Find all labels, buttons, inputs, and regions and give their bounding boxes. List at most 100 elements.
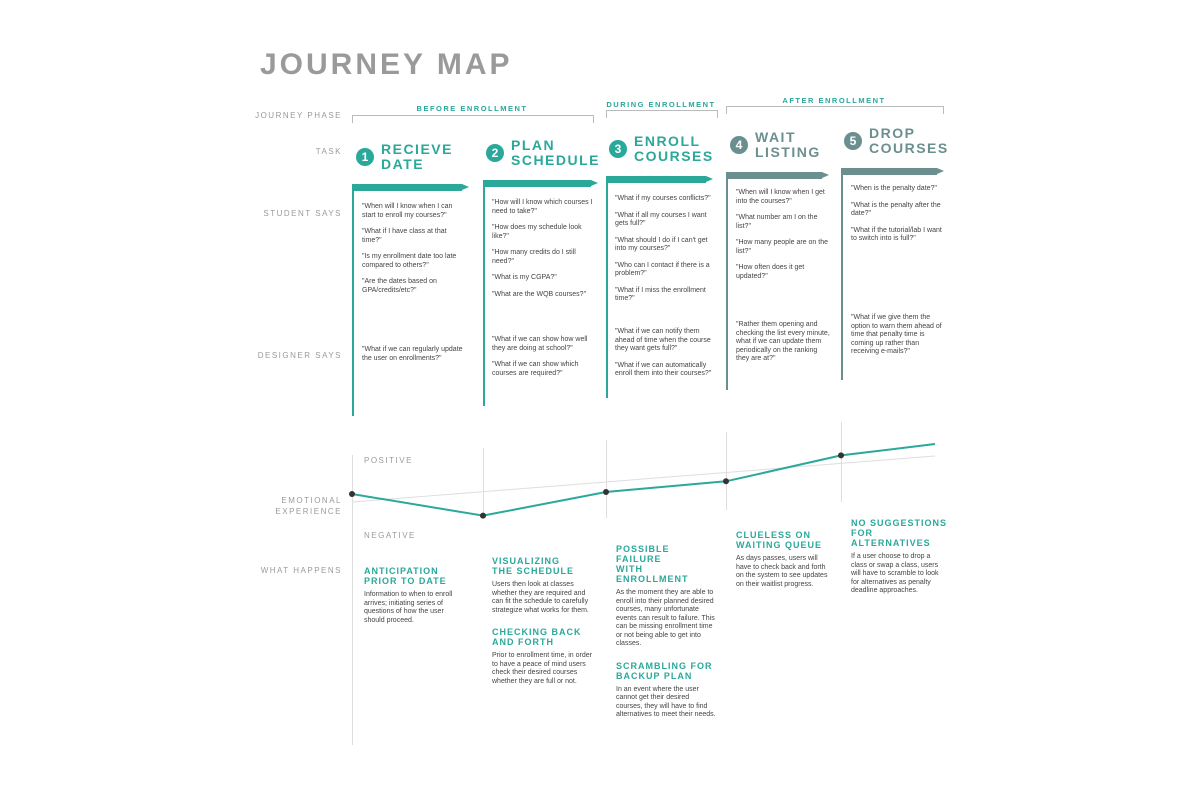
student-says-1: "When will I know when I can start to en… <box>362 203 466 303</box>
row-label-emotional-experience: EMOTIONAL EXPERIENCE <box>275 496 342 516</box>
gridline <box>841 422 842 502</box>
task-name-3: ENROLL COURSES <box>634 133 714 164</box>
phase-bracket-during <box>606 110 718 118</box>
happens-title: NO SUGGESTIONS FOR ALTERNATIVES <box>851 518 948 548</box>
task-5: 5 DROP COURSES <box>844 126 949 156</box>
row-label-journey-phase: JOURNEY PHASE <box>255 111 342 120</box>
student-quote: "When will I know when I can start to en… <box>362 203 453 219</box>
student-quote: "Are the dates based on GPA/credits/etc?… <box>362 278 437 294</box>
column-line-2 <box>483 186 485 406</box>
happens-text: As days passes, users will have to check… <box>736 555 828 588</box>
step-number-5: 5 <box>844 132 862 150</box>
phase-bracket-before <box>352 115 594 123</box>
row-label-task: TASK <box>315 147 342 156</box>
student-quote: "How many credits do I still need?" <box>492 249 576 265</box>
happens-title: POSSIBLE FAILURE WITH ENROLLMENT <box>616 544 689 584</box>
student-quote: "What is my CGPA?" <box>492 274 557 281</box>
row-label-student-says: STUDENT SAYS <box>263 209 342 218</box>
what-happens-4: CLUELESS ON WAITING QUEUE As days passes… <box>736 530 832 601</box>
task-4: 4 WAIT LISTING <box>730 130 821 160</box>
happens-title: CHECKING BACK AND FORTH <box>492 627 582 647</box>
page-title: JOURNEY MAP <box>260 48 513 81</box>
task-3: 3 ENROLL COURSES <box>609 134 714 164</box>
designer-says-2: "What if we can show how well they are d… <box>492 336 596 386</box>
student-quote: "What if my courses conflicts?" <box>615 195 711 202</box>
student-quote: "What if the tutorial/lab I want to swit… <box>851 226 942 243</box>
gridline <box>606 440 607 518</box>
happens-text: Users then look at classes whether they … <box>492 581 589 614</box>
what-happens-3: POSSIBLE FAILURE WITH ENROLLMENT As the … <box>616 544 716 732</box>
designer-says-1: "What if we can regularly update the use… <box>362 346 466 371</box>
happens-text: If a user choose to drop a class or swap… <box>851 553 939 594</box>
student-says-2: "How will I know which courses I need to… <box>492 199 596 307</box>
emotion-point <box>480 512 486 519</box>
emotion-point <box>603 488 609 495</box>
designer-says-4: "Rather them opening and checking the li… <box>736 321 832 372</box>
student-says-5: "When is the penalty date?" "What is the… <box>851 185 947 252</box>
task-name-1: RECIEVE DATE <box>381 141 453 172</box>
emotion-point <box>838 452 844 459</box>
happens-title: SCRAMBLING FOR BACKUP PLAN <box>616 660 713 681</box>
what-happens-2: VISUALIZING THE SCHEDULE Users then look… <box>492 556 596 698</box>
phase-label-during: DURING ENROLLMENT <box>606 100 716 109</box>
student-says-4: "When will I know when I get into the co… <box>736 189 832 289</box>
student-quote: "What are the WQB courses?" <box>492 290 587 298</box>
column-line-4 <box>726 178 728 390</box>
student-quote: "What if all my courses I want gets full… <box>615 211 707 228</box>
designer-says-5: "What if we give them the option to warn… <box>851 314 947 365</box>
row-label-designer-says: DESIGNER SAYS <box>257 351 342 360</box>
task-arrow-2 <box>483 180 598 187</box>
designer-quote: "Rather them opening and checking the li… <box>736 321 830 362</box>
task-1: 1 RECIEVE DATE <box>356 142 453 172</box>
what-happens-1: ANTICIPATION PRIOR TO DATE Information t… <box>364 566 464 637</box>
column-line-1 <box>352 190 354 416</box>
student-quote: "What should I do if I can't get into my… <box>615 236 708 253</box>
task-2: 2 PLAN SCHEDULE <box>486 138 600 168</box>
task-arrow-3 <box>606 176 713 183</box>
row-label-what-happens: WHAT HAPPENS <box>260 566 342 575</box>
phase-bracket-after <box>726 106 944 114</box>
emotion-curve <box>351 443 936 517</box>
happens-text: Prior to enrollment time, in order to ha… <box>492 652 592 685</box>
column-line-5 <box>841 174 843 380</box>
step-number-2: 2 <box>486 144 504 162</box>
designer-quote: "What if we can automatically enroll the… <box>615 361 712 378</box>
task-arrow-4 <box>726 172 829 179</box>
negative-label: NEGATIVE <box>364 531 416 540</box>
student-quote: "Is my enrollment date too late compared… <box>362 253 457 269</box>
happens-title: ANTICIPATION PRIOR TO DATE <box>364 566 447 586</box>
task-name-4: WAIT LISTING <box>755 129 821 160</box>
happens-text: Information to when to enroll arrives; i… <box>364 591 453 624</box>
step-number-3: 3 <box>609 140 627 158</box>
happens-text: As the moment they are able to enroll in… <box>616 589 715 647</box>
step-number-1: 1 <box>356 148 374 166</box>
student-quote: "What is the penalty after the date?" <box>851 201 941 218</box>
student-quote: "How will I know which courses I need to… <box>492 199 593 215</box>
column-line-3 <box>606 182 608 398</box>
designer-says-3: "What if we can notify them ahead of tim… <box>615 328 715 387</box>
designer-quote: "What if we can regularly update the use… <box>362 346 463 362</box>
student-quote: "Who can I contact if there is a problem… <box>615 261 710 278</box>
positive-label: POSITIVE <box>364 456 413 465</box>
student-says-3: "What if my courses conflicts?" "What if… <box>615 195 715 312</box>
designer-quote: "What if we can show which courses are r… <box>492 361 579 377</box>
student-quote: "How often does it get updated?" <box>736 264 805 280</box>
emotion-point <box>349 491 355 497</box>
gridline <box>483 448 484 518</box>
task-name-2: PLAN SCHEDULE <box>511 137 601 168</box>
student-quote: "How does my schedule look like?" <box>492 224 582 240</box>
task-arrow-5 <box>841 168 944 175</box>
student-quote: "What if I have class at that time?" <box>362 228 447 244</box>
phase-label-after: AFTER ENROLLMENT <box>782 96 886 105</box>
designer-quote: "What if we can show how well they are d… <box>492 336 588 352</box>
emotion-baseline <box>351 455 936 503</box>
emotion-axis <box>352 455 353 745</box>
happens-title: CLUELESS ON WAITING QUEUE <box>736 530 823 550</box>
phase-label-before: BEFORE ENROLLMENT <box>416 104 528 113</box>
student-quote: "How many people are on the list?" <box>736 239 828 255</box>
designer-quote: "What if we give them the option to warn… <box>851 314 942 355</box>
student-quote: "When is the penalty date?" <box>851 185 937 192</box>
step-number-4: 4 <box>730 136 748 154</box>
student-quote: "When will I know when I get into the co… <box>736 189 825 205</box>
